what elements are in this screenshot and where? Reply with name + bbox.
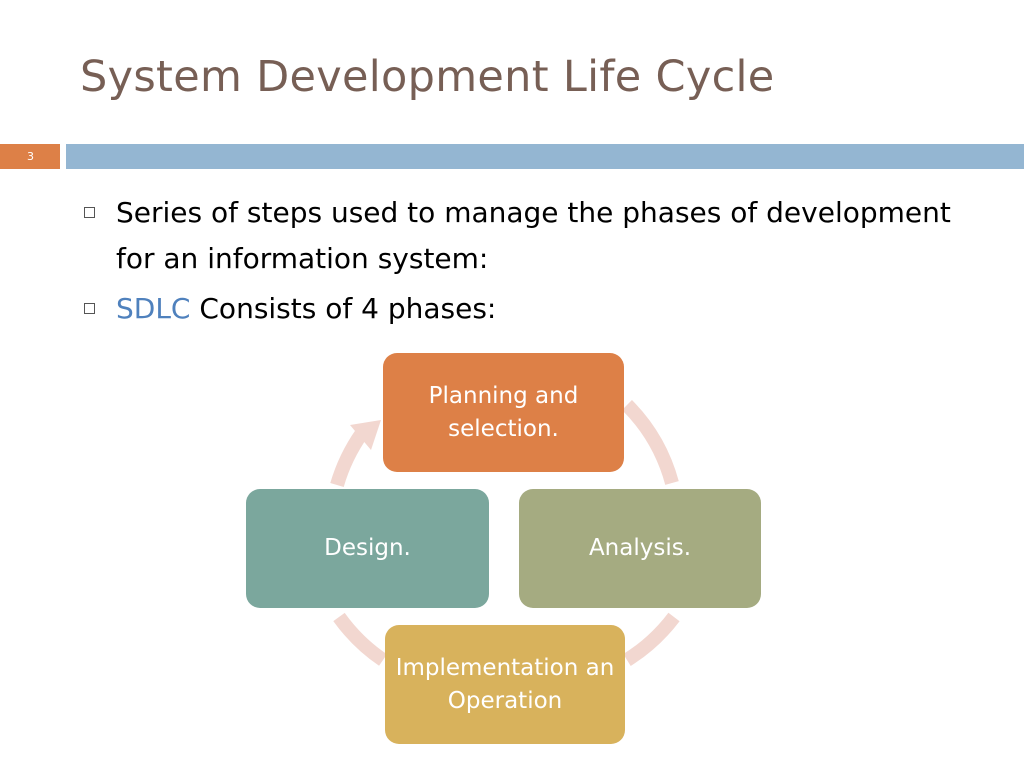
- bullet-highlight: SDLC: [116, 292, 191, 325]
- bullet-item: Series of steps used to manage the phase…: [78, 190, 978, 282]
- slide-number: 3: [0, 144, 60, 169]
- cycle-arrowhead-icon: [350, 420, 381, 450]
- header-divider-bar: [66, 144, 1024, 169]
- bullet-square-icon: [84, 303, 95, 314]
- phase-planning: Planning and selection.: [383, 353, 624, 472]
- phase-implementation-label: Implementation an Operation: [395, 654, 615, 714]
- cycle-arc-top-left: [330, 428, 368, 488]
- bullet-list: Series of steps used to manage the phase…: [78, 190, 978, 336]
- phase-analysis: Analysis.: [519, 489, 761, 608]
- phase-implementation: Implementation an Operation: [385, 625, 625, 744]
- bullet-square-icon: [84, 207, 95, 218]
- bullet-item: SDLC Consists of 4 phases:: [78, 286, 978, 332]
- cycle-arc-top-right: [621, 400, 679, 485]
- slide-title: System Development Life Cycle: [80, 52, 775, 102]
- phase-design-label: Design.: [324, 535, 411, 561]
- bullet-text: Series of steps used to manage the phase…: [116, 196, 951, 275]
- phase-planning-label: Planning and selection.: [428, 382, 579, 442]
- phase-design: Design.: [246, 489, 489, 608]
- bullet-text: Consists of 4 phases:: [190, 292, 497, 325]
- cycle-arc-bottom-right: [623, 612, 680, 666]
- cycle-arc-bottom-left: [333, 612, 388, 666]
- phase-analysis-label: Analysis.: [588, 535, 692, 561]
